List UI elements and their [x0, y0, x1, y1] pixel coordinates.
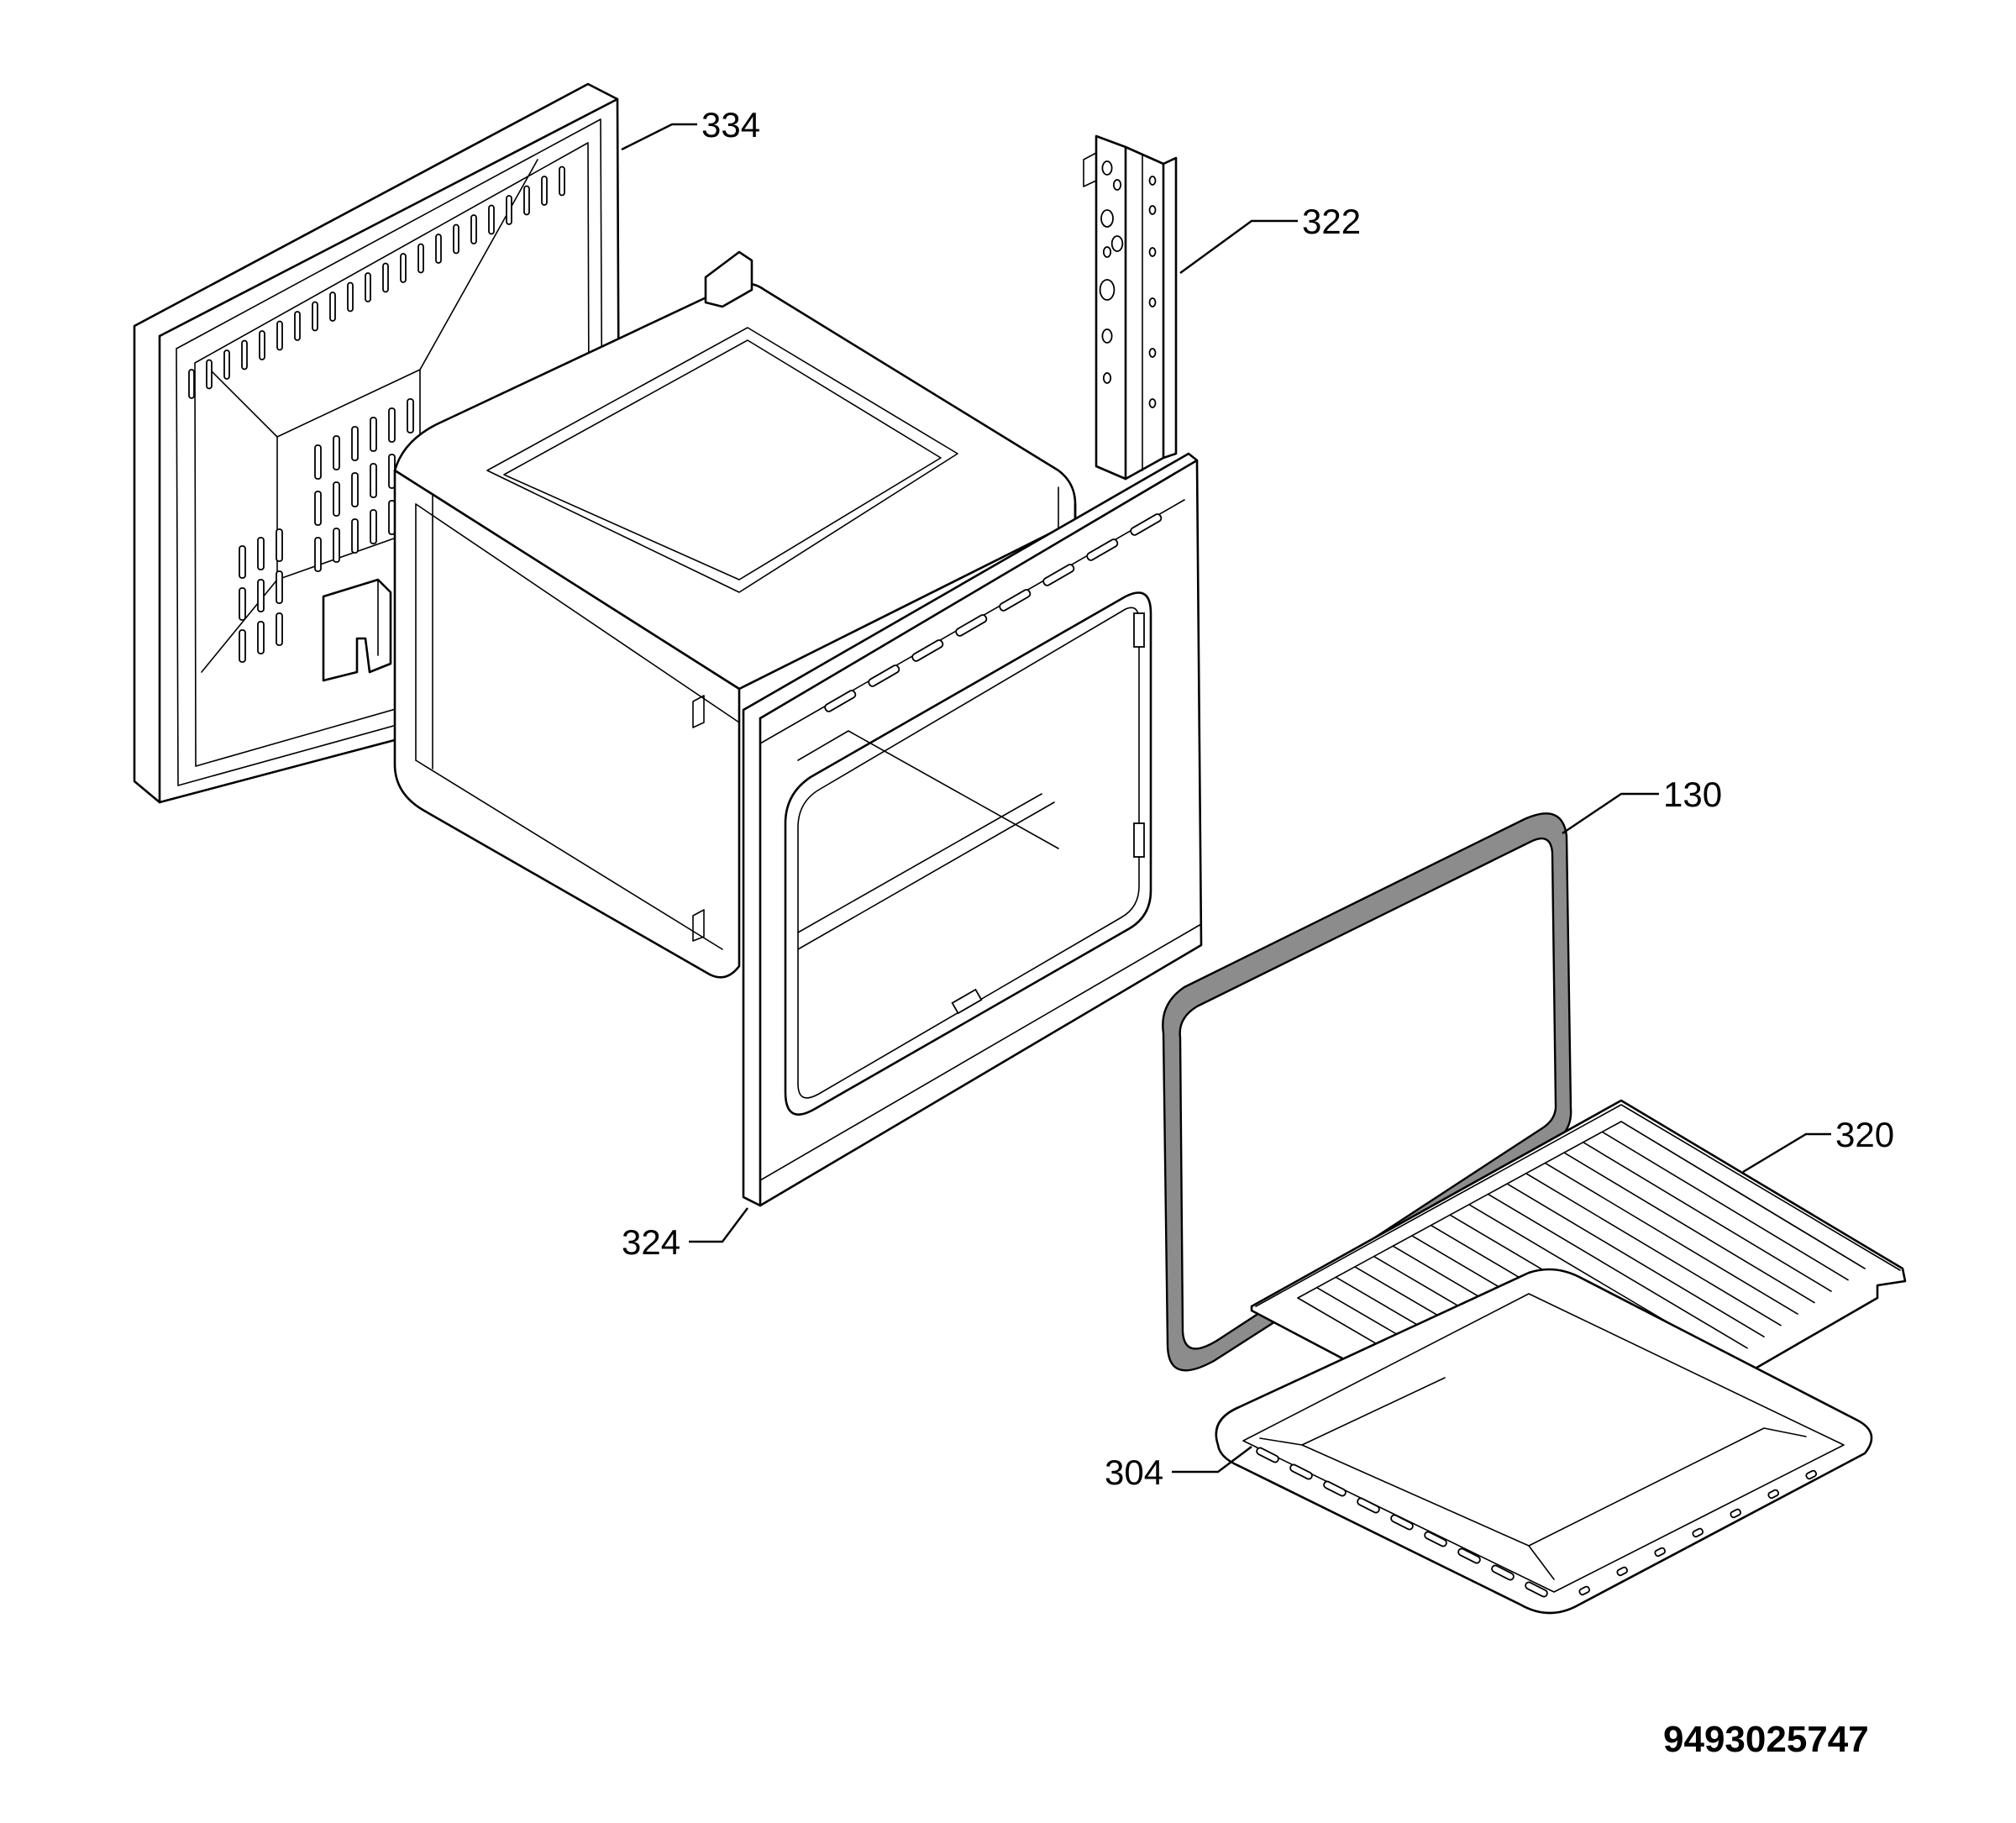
baking-tray-part — [1215, 1268, 1873, 1615]
callout-334: 334 — [701, 105, 760, 144]
document-number: 9493025747 — [1663, 1719, 1869, 1760]
callout-322: 322 — [1302, 202, 1361, 241]
leader-lines — [621, 123, 1831, 1474]
callout-324: 324 — [622, 1222, 680, 1262]
side-rail-part — [1083, 134, 1178, 481]
callout-304: 304 — [1105, 1453, 1163, 1492]
callout-130: 130 — [1663, 775, 1722, 814]
front-frame-part — [742, 452, 1203, 1207]
callout-320: 320 — [1835, 1115, 1894, 1154]
door-gasket-part — [1162, 812, 1572, 1372]
